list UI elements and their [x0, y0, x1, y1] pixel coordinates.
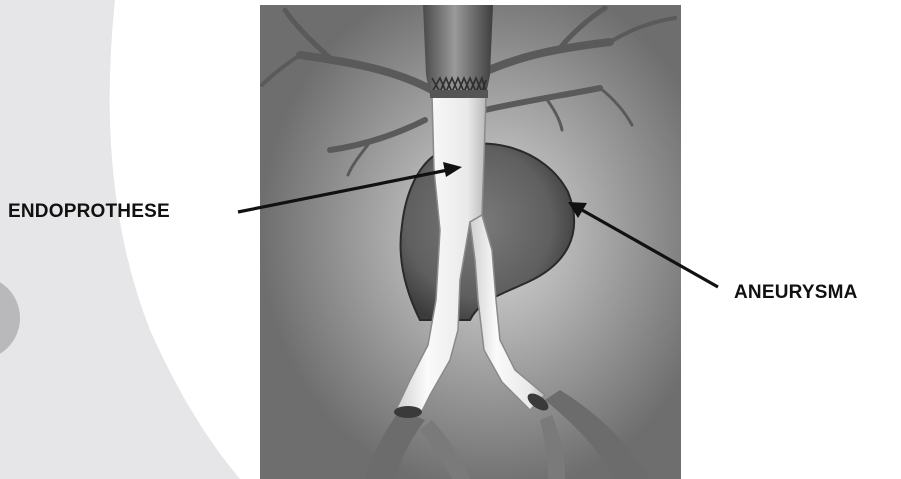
aorta-illustration: [260, 5, 681, 479]
left-limb-marker: [394, 406, 422, 418]
endoprothese-label: ENDOPROTHESE: [8, 201, 170, 223]
stent-crown-band: [430, 90, 488, 98]
aneurysma-label: ANEURYSMA: [734, 282, 858, 304]
background-panel: [0, 0, 240, 479]
